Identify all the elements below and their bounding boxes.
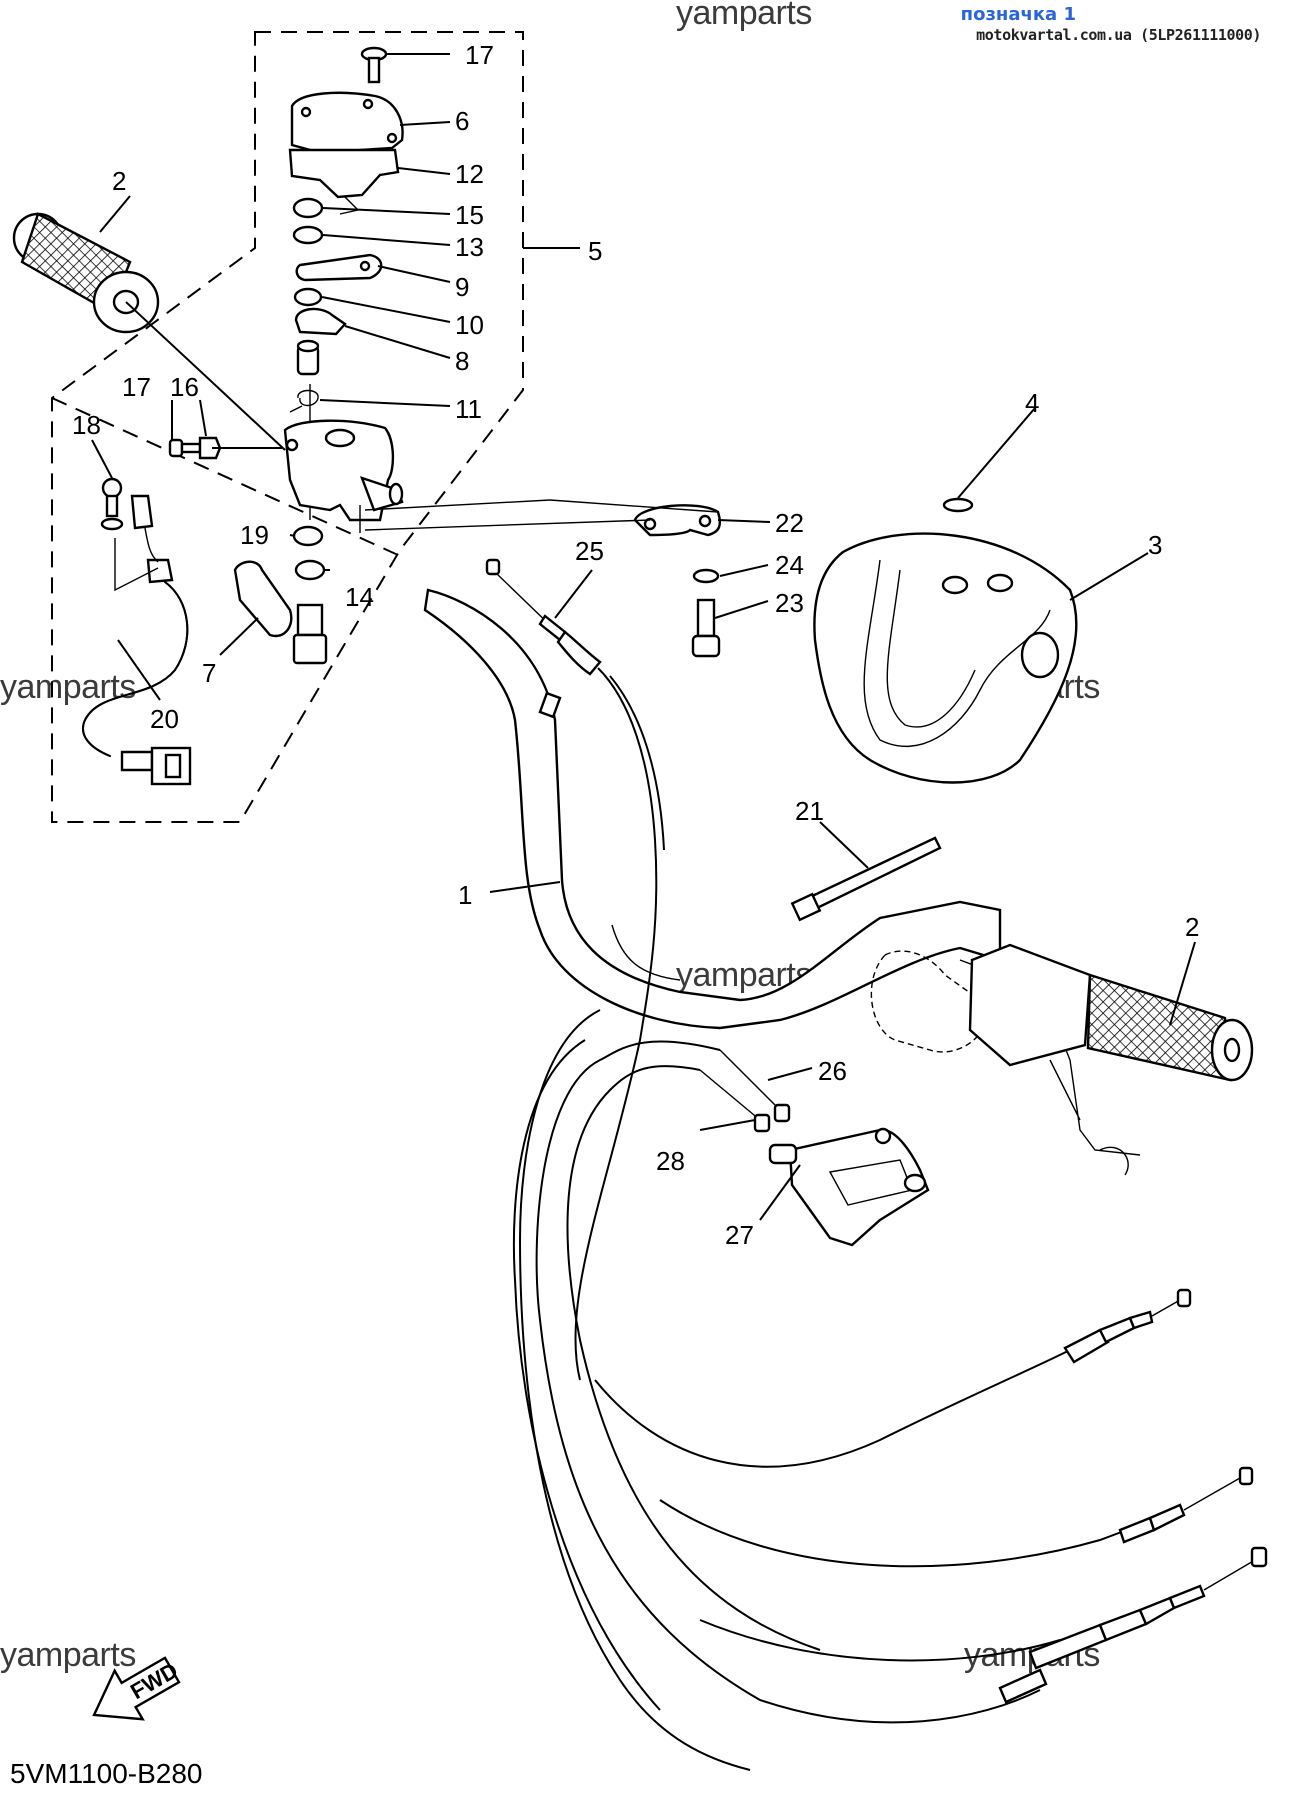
callout-2-right: 2	[1185, 912, 1199, 942]
cable-tie	[790, 836, 942, 922]
callout-numbers: 17 6 12 15 13 9 10 8 11 5 2 17 16 18 19 …	[72, 40, 1199, 1250]
callout-9: 9	[455, 272, 469, 302]
callout-6: 6	[455, 106, 469, 136]
callout-23: 23	[775, 588, 804, 618]
callout-4: 4	[1025, 388, 1039, 418]
washer-13	[292, 225, 324, 245]
choke-bracket-27	[768, 1127, 930, 1247]
watermark-top: yamparts	[676, 0, 812, 32]
header-title: позначка 1	[960, 4, 1076, 25]
throttle-lever-7	[233, 560, 328, 665]
callout-10: 10	[455, 310, 484, 340]
leader-lines	[91, 53, 1196, 1221]
long-cable-2	[659, 1466, 1254, 1568]
callout-28: 28	[656, 1146, 685, 1176]
diagram-code: 5VM1100-B280	[10, 1758, 203, 1789]
callout-11: 11	[455, 394, 482, 424]
assembly-divider	[51, 397, 399, 556]
callout-18: 18	[72, 410, 101, 440]
callout-27: 27	[725, 1220, 754, 1250]
callout-14: 14	[345, 582, 374, 612]
washer-19	[292, 525, 324, 547]
right-grip	[968, 943, 1254, 1082]
callout-24: 24	[775, 550, 804, 580]
washer-24	[692, 568, 720, 584]
callout-5: 5	[588, 236, 602, 266]
clamp	[633, 504, 722, 537]
callout-26: 26	[818, 1056, 847, 1086]
washer-15	[292, 197, 324, 219]
washer-14	[294, 559, 326, 581]
throttle-cable-25	[485, 558, 665, 1381]
washer-10	[293, 287, 323, 307]
watermark-bottom-left: yamparts	[0, 1636, 136, 1674]
choke-cable-ends	[699, 1049, 791, 1133]
callout-8: 8	[455, 346, 469, 376]
callout-16: 16	[170, 372, 199, 402]
screw-17-16	[168, 436, 222, 460]
callout-13: 13	[455, 232, 484, 262]
callout-1: 1	[458, 880, 472, 910]
fwd-arrow: FWD	[92, 1656, 182, 1721]
handlebar	[423, 588, 1002, 1030]
screw-17-top	[360, 46, 388, 84]
throttle-housing	[283, 419, 404, 522]
lever-tip	[1099, 1146, 1129, 1176]
right-switch-ghost	[870, 950, 987, 1053]
callout-15: 15	[455, 200, 484, 230]
handlebar-tab	[538, 691, 562, 719]
bolt-23	[691, 598, 721, 658]
callout-7: 7	[202, 658, 216, 688]
handlebar-mark	[611, 924, 681, 981]
callout-3: 3	[1148, 530, 1162, 560]
throttle-cover	[813, 532, 1078, 784]
callout-2-left: 2	[112, 166, 126, 196]
bushing	[296, 339, 320, 376]
callout-21: 21	[795, 796, 824, 826]
callout-20: 20	[150, 704, 179, 734]
callout-22: 22	[775, 508, 804, 538]
long-cable-3	[699, 1546, 1268, 1704]
left-grip	[12, 212, 160, 334]
callout-17-top: 17	[465, 40, 494, 70]
switch-lead-20	[82, 494, 192, 786]
lead-bracket-line	[114, 538, 159, 592]
header-source: motokvartal.com.ua (5LP261111000)	[976, 26, 1261, 44]
cap	[942, 497, 974, 513]
callout-19: 19	[240, 520, 269, 550]
plate-8	[294, 307, 347, 336]
lever-9	[295, 253, 383, 282]
callout-12: 12	[455, 159, 484, 189]
screw-18	[100, 477, 124, 531]
choke-cables	[512, 1009, 1041, 1771]
callout-17: 17	[122, 372, 151, 402]
callout-25: 25	[575, 536, 604, 566]
long-cable-1	[594, 1288, 1192, 1468]
